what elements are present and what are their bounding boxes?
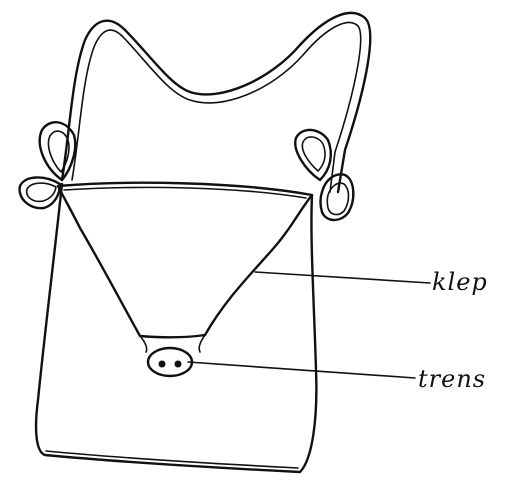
clasp-label: trens [418, 365, 486, 393]
flap-label: klep [432, 268, 488, 296]
clasp-leader-line [188, 362, 415, 378]
bag-clasp [140, 335, 205, 376]
bag-body [36, 184, 316, 472]
bag-flap [58, 183, 312, 338]
flap-leader-line [255, 272, 430, 283]
clasp-hole-right [175, 361, 182, 368]
clasp-hole-left [159, 361, 166, 368]
bag-strap [62, 13, 370, 192]
